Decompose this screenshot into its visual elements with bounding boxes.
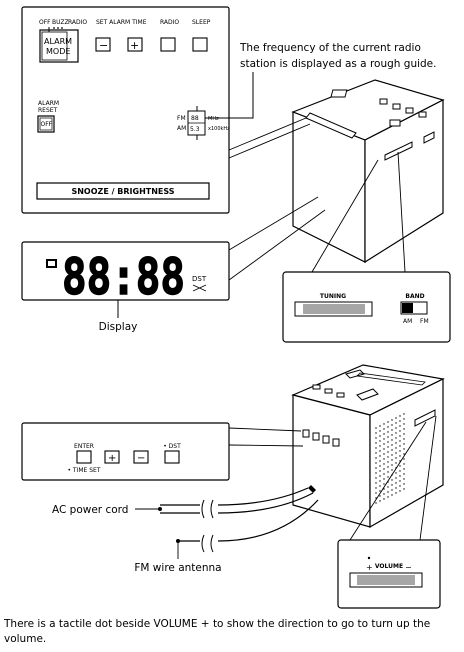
alarm-mode-line1: ALARM bbox=[44, 37, 72, 46]
sleep-button[interactable] bbox=[192, 37, 208, 52]
back-minus-button[interactable]: − bbox=[133, 450, 149, 464]
volume-plus-label: + bbox=[366, 563, 373, 572]
time-set-label: • TIME SET bbox=[67, 467, 100, 474]
freq-fm-value: 88 bbox=[191, 115, 199, 122]
alarm-reset-off-button[interactable]: OFF bbox=[37, 115, 55, 133]
off-button-label: OFF bbox=[41, 121, 53, 128]
band-switch[interactable] bbox=[400, 301, 428, 315]
freq-fm-unit: MHz bbox=[208, 116, 219, 122]
enter-label: ENTER bbox=[74, 443, 94, 450]
volume-label: VOLUME bbox=[375, 563, 403, 570]
radio-label: RADIO bbox=[160, 19, 179, 26]
plus-icon: + bbox=[108, 453, 116, 464]
set-alarm-time-label: SET ALARM TIME bbox=[96, 19, 147, 26]
tuning-band-panel: TUNING BAND AM FM bbox=[282, 271, 451, 343]
volume-dial[interactable] bbox=[349, 572, 423, 588]
display-callout: Display bbox=[99, 321, 138, 333]
alarm-minus-button[interactable]: − bbox=[95, 37, 111, 52]
dst-label: DST bbox=[192, 275, 207, 283]
cables: AC power cord FM wire antenna bbox=[52, 485, 319, 574]
alarm-mode-switch[interactable]: ALARM MODE bbox=[39, 27, 79, 63]
tuning-label: TUNING bbox=[320, 293, 346, 300]
mode-off-label: OFF bbox=[39, 19, 51, 26]
frequency-indicator: FM AM 88 5.3 MHz x100kHz bbox=[177, 106, 230, 140]
radio-button[interactable] bbox=[160, 37, 176, 52]
back-control-panel: ENTER • TIME SET + − • DST bbox=[21, 422, 230, 481]
volume-panel: + VOLUME − bbox=[337, 539, 441, 609]
sleep-label: SLEEP bbox=[192, 19, 211, 26]
fm-antenna-callout: FM wire antenna bbox=[134, 562, 221, 574]
volume-minus-label: − bbox=[405, 563, 412, 572]
plus-icon: + bbox=[130, 39, 139, 52]
top-control-panel: OFF BUZZ RADIO ALARM MODE SET ALARM TIME… bbox=[21, 6, 230, 214]
display-panel: 88:88 DST bbox=[21, 241, 230, 307]
tactile-dot bbox=[367, 556, 371, 560]
freq-am-unit: x100kHz bbox=[208, 126, 230, 132]
band-fm-label: FM bbox=[420, 318, 429, 325]
clock-radio-unit-top bbox=[291, 79, 445, 264]
mode-radio-label: RADIO bbox=[68, 19, 87, 26]
alarm-plus-button[interactable]: + bbox=[127, 37, 143, 52]
ac-power-cord-callout: AC power cord bbox=[52, 504, 128, 516]
band-am-label: AM bbox=[403, 318, 412, 325]
snooze-brightness-bar[interactable]: SNOOZE / BRIGHTNESS bbox=[36, 182, 210, 200]
snooze-label: SNOOZE / BRIGHTNESS bbox=[71, 187, 174, 196]
minus-icon: − bbox=[137, 453, 145, 464]
minus-icon: − bbox=[99, 39, 108, 52]
dst-button[interactable] bbox=[164, 450, 180, 464]
time-digits: 88:88 bbox=[62, 248, 185, 306]
footer-line2: volume. bbox=[4, 633, 46, 645]
band-label: BAND bbox=[405, 293, 424, 300]
freq-am-label: AM bbox=[177, 125, 186, 132]
back-plus-button[interactable]: + bbox=[104, 450, 120, 464]
enter-button[interactable] bbox=[76, 450, 92, 464]
dst-button-label: • DST bbox=[163, 443, 181, 450]
freq-am-value: 5.3 bbox=[190, 126, 200, 133]
signal-icon bbox=[192, 284, 207, 292]
footer-line1: There is a tactile dot beside VOLUME + t… bbox=[3, 618, 430, 630]
tuning-dial[interactable] bbox=[294, 301, 373, 317]
freq-fm-label: FM bbox=[177, 115, 186, 122]
frequency-callout-line2: station is displayed as a rough guide. bbox=[240, 58, 436, 70]
alarm-mode-line2: MODE bbox=[46, 47, 70, 56]
frequency-callout-line1: The frequency of the current radio bbox=[239, 42, 421, 54]
alarm-reset-line1: ALARM bbox=[38, 100, 59, 107]
mode-buzz-label: BUZZ bbox=[52, 19, 69, 26]
alarm-reset-line2: RESET bbox=[38, 107, 58, 114]
